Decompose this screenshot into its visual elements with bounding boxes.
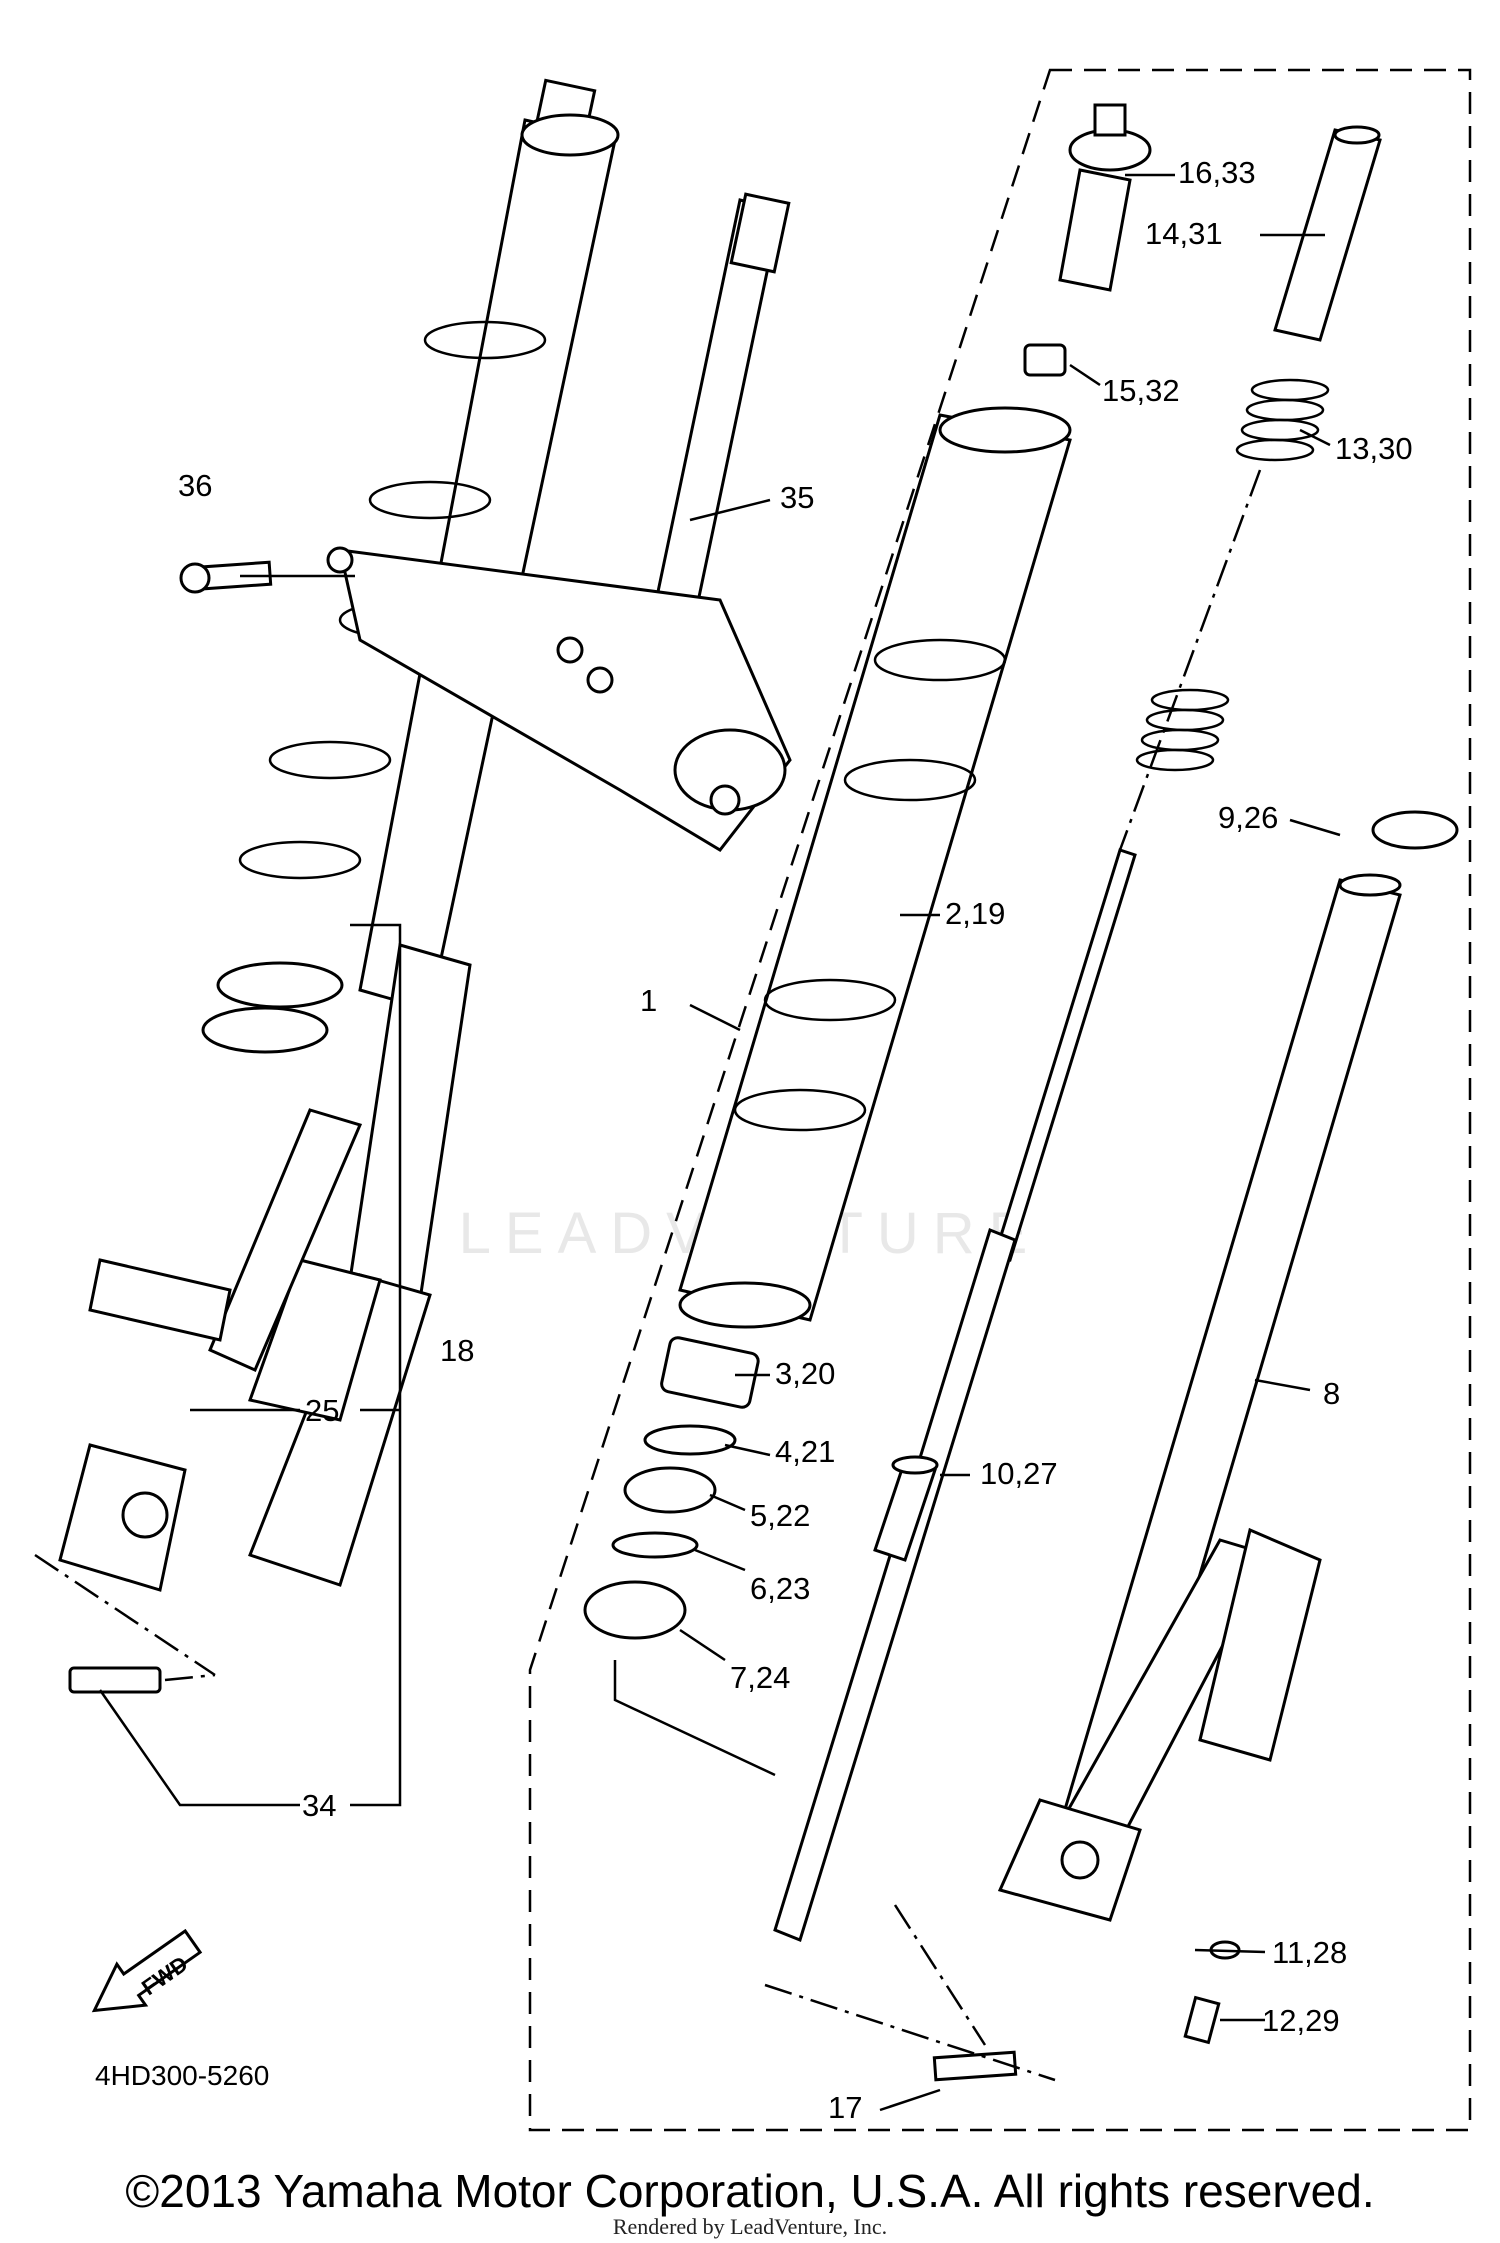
steering-stem-bracket: [179, 192, 792, 852]
copyright-notice: ©2013 Yamaha Motor Corporation, U.S.A. A…: [125, 2165, 1375, 2217]
callout-1: 1: [640, 983, 658, 1018]
callout-11-28: 11,28: [1272, 1935, 1348, 1970]
rendered-by-notice: Rendered by LeadVenture, Inc.: [612, 2214, 888, 2239]
callout-16-33: 16,33: [1178, 155, 1256, 190]
callout-12-29: 12,29: [1262, 2003, 1340, 2038]
callout-9-26: 9,26: [1218, 800, 1279, 835]
outer-tube: [678, 406, 1072, 1329]
kit-boundary: [528, 68, 1472, 2132]
spring-and-cap: [1023, 103, 1382, 851]
callout-13-30: 13,30: [1335, 431, 1413, 466]
seal-stack: [583, 1336, 760, 1640]
callout-10-27: 10,27: [980, 1456, 1058, 1491]
leader-lines: [34, 173, 1341, 2112]
callout-14-31: 14,31: [1145, 216, 1223, 251]
callout-6-23: 6,23: [750, 1571, 811, 1606]
callout-2-19: 2,19: [945, 896, 1006, 931]
callout-8: 8: [1323, 1376, 1341, 1411]
callout-35: 35: [780, 480, 815, 515]
callout-25: 25: [305, 1393, 340, 1428]
callout-18: 18: [440, 1333, 475, 1368]
callout-17: 17: [828, 2090, 863, 2125]
callout-7-24: 7,24: [730, 1660, 791, 1695]
fwd-arrow-icon: [91, 1928, 203, 2013]
callout-3-20: 3,20: [775, 1356, 836, 1391]
damper-rod: [773, 848, 1137, 1942]
inner-tube: [932, 810, 1459, 2082]
callout-4-21: 4,21: [775, 1434, 836, 1469]
callout-5-22: 5,22: [750, 1498, 811, 1533]
callout-36: 36: [178, 468, 213, 503]
bolt-34-icon: [68, 1666, 162, 1694]
left-fork-assembly: [58, 78, 620, 1592]
callout-15-32: 15,32: [1102, 373, 1180, 408]
drawing-code: 4HD300-5260: [95, 2060, 270, 2091]
callout-34: 34: [302, 1788, 337, 1823]
